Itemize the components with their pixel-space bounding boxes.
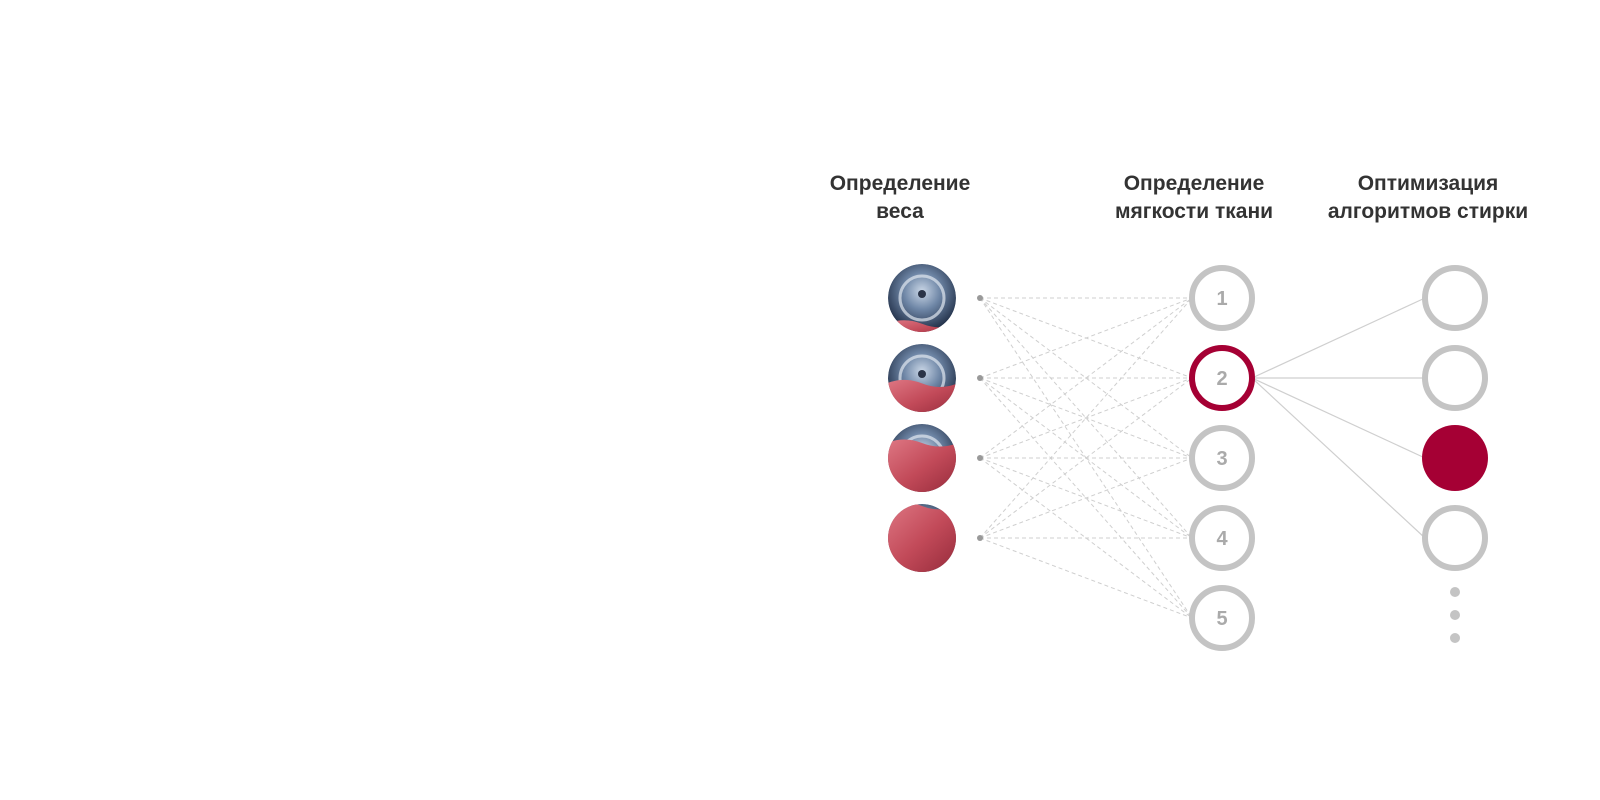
softness-algorithm-edge [1251, 377, 1426, 459]
weight-output-dot [977, 455, 983, 461]
softness-level-label: 2 [1216, 368, 1227, 390]
weight-softness-edge [979, 297, 1193, 379]
column-title-weight-line1: Определение [829, 172, 971, 195]
algorithm-nodes [1422, 265, 1488, 571]
weight-softness-edge [979, 297, 1193, 459]
weight-softness-edge [979, 457, 1193, 619]
softness-node-5: 5 [1189, 585, 1255, 651]
algorithm-node [1422, 265, 1488, 331]
weight-to-softness-connections [979, 297, 1193, 619]
weight-output-dot [977, 375, 983, 381]
softness-node-1: 1 [1189, 265, 1255, 331]
softness-node-ring [1189, 585, 1255, 651]
ellipsis-dot [1450, 633, 1460, 643]
fabric-load [888, 439, 956, 492]
softness-level-label: 4 [1216, 528, 1228, 550]
weight-softness-edge [979, 377, 1193, 539]
weight-softness-edge [979, 377, 1193, 459]
column-title-softness-line2: мягкости ткани [1114, 200, 1274, 223]
weight-level-nodes [888, 264, 983, 572]
softness-level-label: 1 [1216, 288, 1227, 310]
column-title-softness-line1: Определение [1123, 172, 1265, 195]
drum-hub [918, 370, 926, 378]
column-title-optimize-line1: Оптимизация [1357, 172, 1499, 195]
ellipsis-dot [1450, 587, 1460, 597]
softness-to-algorithm-connections [1251, 297, 1426, 539]
softness-node-3: 3 [1189, 425, 1255, 491]
softness-algorithm-edge [1251, 297, 1426, 379]
softness-level-label: 5 [1216, 608, 1227, 630]
softness-node-ring [1189, 425, 1255, 491]
algorithm-node-selected [1422, 425, 1488, 491]
weight-softness-edge [979, 537, 1193, 619]
weight-softness-edge [979, 377, 1193, 619]
weight-softness-edge [979, 297, 1193, 459]
weight-output-dot [977, 295, 983, 301]
fabric-load [888, 504, 956, 572]
column-title-weight-detection: Определение веса [780, 170, 1020, 226]
weight-softness-edge [979, 377, 1193, 539]
weight-softness-edge [979, 457, 1193, 539]
column-title-optimize-line2: алгоритмов стирки [1327, 200, 1529, 223]
drum-load-three-quarter-image [888, 424, 983, 492]
ellipsis-dot [1450, 610, 1460, 620]
softness-node-2: 2 [1189, 345, 1255, 411]
algorithm-node [1422, 345, 1488, 411]
weight-softness-edge [979, 297, 1193, 539]
weight-output-dot [977, 535, 983, 541]
softness-algorithm-edge [1251, 377, 1426, 539]
softness-level-label: 3 [1216, 448, 1227, 470]
drum-ring [898, 274, 946, 322]
weight-softness-edge [979, 297, 1193, 539]
column-title-weight-line2: веса [876, 200, 924, 223]
softness-node-4: 4 [1189, 505, 1255, 571]
softness-node-ring [1189, 505, 1255, 571]
column-title-wash-optimization: Оптимизация алгоритмов стирки [1308, 170, 1548, 226]
more-algorithms-ellipsis [1450, 587, 1460, 643]
fabric-load [888, 320, 956, 332]
drum-load-half-image [888, 344, 983, 412]
softness-node-ring [1189, 265, 1255, 331]
column-title-fabric-softness: Определение мягкости ткани [1074, 170, 1314, 226]
drum-load-quarter-image [888, 264, 983, 332]
drum-load-full-image [888, 504, 983, 572]
drum-hub [918, 290, 926, 298]
algorithm-node [1422, 505, 1488, 571]
softness-node-ring-selected [1189, 345, 1255, 411]
softness-level-nodes: 1 2 3 4 5 [1189, 265, 1255, 651]
